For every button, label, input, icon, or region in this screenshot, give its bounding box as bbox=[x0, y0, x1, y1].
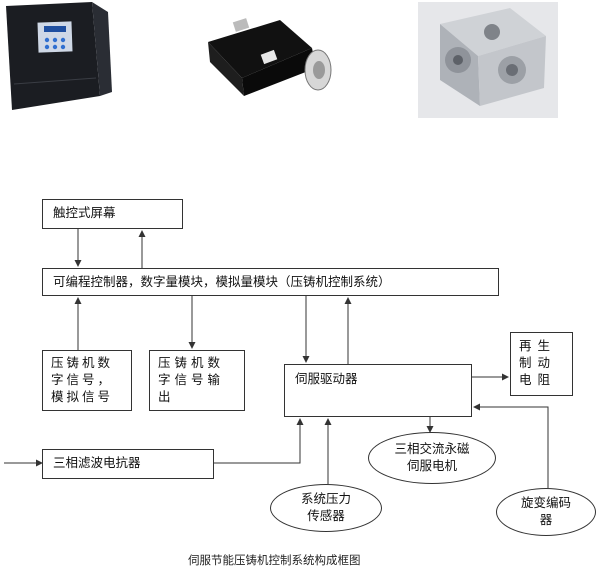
plc-outputs-box: 压铸机数字信号输出 bbox=[149, 350, 245, 411]
arrow-reactor-to-servo bbox=[214, 418, 304, 464]
brake-resistor-box: 再生制动电阻 bbox=[510, 332, 573, 396]
gear-pump-photo bbox=[418, 2, 558, 118]
resolver-label: 旋变编码器 bbox=[520, 495, 571, 527]
resolver-oval: 旋变编码器 bbox=[496, 488, 596, 536]
pressure-sensor-label: 系统压力传感器 bbox=[300, 491, 351, 523]
reactor-label: 三相滤波电抗器 bbox=[53, 455, 141, 470]
diagram-caption: 伺服节能压铸机控制系统构成框图 bbox=[188, 552, 361, 568]
reactor-box: 三相滤波电抗器 bbox=[42, 449, 214, 479]
plc-box: 可编程控制器，数字量模块，模拟量模块（压铸机控制系统） bbox=[42, 268, 499, 296]
plc-outputs-label: 压铸机数字信号输出 bbox=[158, 355, 225, 404]
servo-drive-photo bbox=[6, 2, 112, 110]
arrow-resolver-to-servo bbox=[473, 403, 549, 488]
servo-driver-label: 伺服驱动器 bbox=[295, 371, 358, 386]
touchscreen-box: 触控式屏幕 bbox=[42, 199, 183, 229]
servo-driver-box: 伺服驱动器 bbox=[284, 364, 472, 417]
plc-inputs-box: 压铸机数字信号，模拟信号 bbox=[42, 350, 132, 411]
plc-inputs-label: 压铸机数字信号，模拟信号 bbox=[51, 355, 114, 404]
servo-motor-photo bbox=[208, 18, 332, 96]
caption-text: 伺服节能压铸机控制系统构成框图 bbox=[188, 553, 361, 567]
pm-motor-label: 三相交流永磁伺服电机 bbox=[394, 441, 470, 473]
touchscreen-label: 触控式屏幕 bbox=[53, 205, 116, 220]
plc-label: 可编程控制器，数字量模块，模拟量模块（压铸机控制系统） bbox=[53, 274, 391, 289]
brake-resistor-label: 再生制动电阻 bbox=[519, 338, 557, 387]
pm-motor-oval: 三相交流永磁伺服电机 bbox=[368, 432, 496, 484]
pressure-sensor-oval: 系统压力传感器 bbox=[270, 484, 382, 532]
